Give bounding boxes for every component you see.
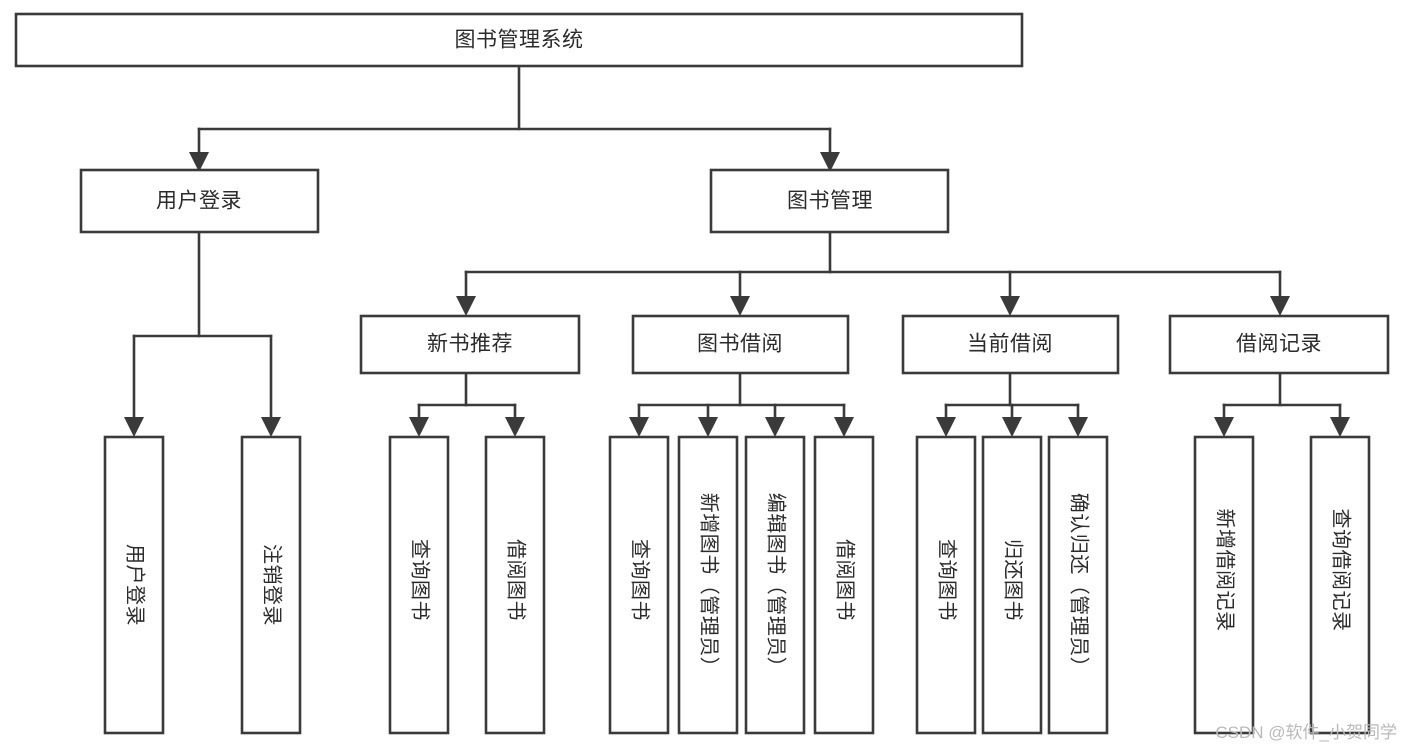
- arrow-root-to-book-manage: [820, 152, 840, 172]
- leaf-current-borrow-0-box[interactable]: [915, 435, 977, 735]
- node-book-borrow-label: 图书借阅: [697, 333, 783, 356]
- leaf-book-borrow-1[interactable]: 新增图书（管理员）: [677, 435, 739, 735]
- leaf-book-borrow-0[interactable]: 查询图书: [608, 435, 670, 735]
- node-user-login[interactable]: 用户登录: [79, 168, 320, 234]
- leaf-borrow-record-0-box[interactable]: [1193, 435, 1255, 735]
- node-root-box[interactable]: [14, 12, 1024, 68]
- arrow-root-to-user-login: [189, 152, 209, 172]
- leaf-user-login-1-label: 注销登录: [261, 544, 284, 626]
- leaf-book-borrow-1-box[interactable]: [677, 435, 739, 735]
- leaf-borrow-record-0-label: 新增借阅记录: [1214, 509, 1237, 632]
- node-book-borrow-box[interactable]: [631, 314, 850, 375]
- leaf-current-borrow-2-box[interactable]: [1047, 435, 1109, 735]
- leaf-book-borrow-2-label: 编辑图书（管理员）: [765, 493, 788, 678]
- arrow-recommend-to-leaf-0: [409, 417, 429, 437]
- arrow-borrow-to-leaf-2: [765, 417, 785, 437]
- node-current-borrow-box[interactable]: [901, 314, 1120, 375]
- node-user-login-box[interactable]: [79, 168, 320, 234]
- leaf-user-login-1-box[interactable]: [240, 435, 302, 735]
- arrow-book-manage-to-l3-2: [1000, 296, 1020, 316]
- arrow-recommend-to-leaf-1: [505, 417, 525, 437]
- node-book-manage-label: 图书管理: [787, 190, 873, 213]
- leaf-book-borrow-1-label: 新增图书（管理员）: [698, 493, 721, 678]
- leaf-book-borrow-3-label: 借阅图书: [834, 539, 857, 621]
- leaf-new-book-recommend-1-box[interactable]: [484, 435, 546, 735]
- leaf-current-borrow-2-label: 确认归还（管理员）: [1068, 493, 1091, 678]
- leaf-current-borrow-0[interactable]: 查询图书: [915, 435, 977, 735]
- arrow-current-to-leaf-0: [936, 417, 956, 437]
- leaf-current-borrow-1-box[interactable]: [981, 435, 1043, 735]
- node-new-book-recommend-box[interactable]: [359, 314, 581, 375]
- leaf-new-book-recommend-0-label: 查询图书: [409, 539, 432, 621]
- leaf-new-book-recommend-1-label: 借阅图书: [505, 539, 528, 621]
- arrow-current-to-leaf-1: [1002, 417, 1022, 437]
- node-borrow-record-box[interactable]: [1168, 314, 1390, 375]
- node-user-login-label: 用户登录: [156, 190, 242, 213]
- leaf-book-borrow-2-box[interactable]: [744, 435, 806, 735]
- leaf-current-borrow-1[interactable]: 归还图书: [981, 435, 1043, 735]
- node-root-label: 图书管理系统: [455, 29, 584, 52]
- leaf-book-borrow-3[interactable]: 借阅图书: [813, 435, 875, 735]
- arrow-book-manage-to-l3-3: [1270, 296, 1290, 316]
- arrow-borrow-to-leaf-1: [698, 417, 718, 437]
- arrow-book-manage-to-l3-0: [456, 296, 476, 316]
- arrow-user-login-to-leaf-1: [261, 417, 281, 437]
- leaf-new-book-recommend-1[interactable]: 借阅图书: [484, 435, 546, 735]
- leaf-current-borrow-2[interactable]: 确认归还（管理员）: [1047, 435, 1109, 735]
- node-new-book-recommend-label: 新书推荐: [427, 333, 513, 356]
- leaf-new-book-recommend-0-box[interactable]: [388, 435, 450, 735]
- node-book-manage[interactable]: 图书管理: [709, 168, 950, 234]
- arrow-borrow-to-leaf-0: [629, 417, 649, 437]
- leaf-user-login-1[interactable]: 注销登录: [240, 435, 302, 735]
- node-book-manage-box[interactable]: [709, 168, 950, 234]
- node-new-book-recommend[interactable]: 新书推荐: [359, 314, 581, 375]
- node-root[interactable]: 图书管理系统: [14, 12, 1024, 68]
- leaf-borrow-record-1[interactable]: 查询借阅记录: [1309, 435, 1371, 735]
- leaf-book-borrow-0-box[interactable]: [608, 435, 670, 735]
- arrow-record-to-leaf-1: [1330, 417, 1350, 437]
- node-current-borrow[interactable]: 当前借阅: [901, 314, 1120, 375]
- leaf-book-borrow-0-label: 查询图书: [629, 539, 652, 621]
- leaf-borrow-record-1-box[interactable]: [1309, 435, 1371, 735]
- arrow-current-to-leaf-2: [1068, 417, 1088, 437]
- leaf-current-borrow-1-label: 归还图书: [1002, 539, 1025, 621]
- leaf-user-login-0-label: 用户登录: [124, 544, 147, 626]
- arrow-borrow-to-leaf-3: [834, 417, 854, 437]
- node-borrow-record-label: 借阅记录: [1236, 333, 1322, 356]
- arrow-record-to-leaf-0: [1214, 417, 1234, 437]
- leaf-current-borrow-0-label: 查询图书: [936, 539, 959, 621]
- arrow-book-manage-to-l3-1: [730, 296, 750, 316]
- leaf-book-borrow-3-box[interactable]: [813, 435, 875, 735]
- edges-group: [124, 64, 1350, 437]
- leaf-new-book-recommend-0[interactable]: 查询图书: [388, 435, 450, 735]
- leaf-borrow-record-1-label: 查询借阅记录: [1330, 509, 1353, 632]
- node-borrow-record[interactable]: 借阅记录: [1168, 314, 1390, 375]
- node-book-borrow[interactable]: 图书借阅: [631, 314, 850, 375]
- node-current-borrow-label: 当前借阅: [967, 333, 1053, 356]
- leaf-user-login-0[interactable]: 用户登录: [103, 435, 165, 735]
- arrow-user-login-to-leaf-0: [124, 417, 144, 437]
- leaf-book-borrow-2[interactable]: 编辑图书（管理员）: [744, 435, 806, 735]
- leaf-borrow-record-0[interactable]: 新增借阅记录: [1193, 435, 1255, 735]
- leaf-user-login-0-box[interactable]: [103, 435, 165, 735]
